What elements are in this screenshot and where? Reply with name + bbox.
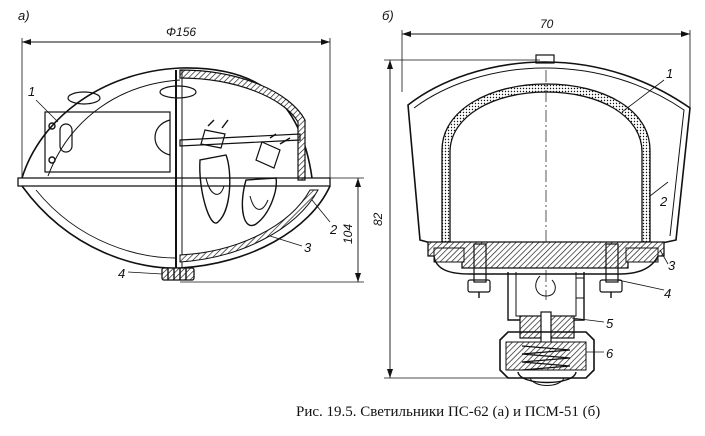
callout-b-1: 1 [666, 66, 673, 81]
height-value-a: 104 [341, 224, 355, 244]
lamp-left [199, 119, 231, 224]
callout-b-4: 4 [664, 286, 671, 301]
height-dimension-a: 104 [180, 177, 364, 283]
callout-a-2: 2 [329, 222, 338, 237]
callout-b-6: 6 [606, 346, 614, 361]
figure-caption: Рис. 19.5. Светильники ПС-62 (а) и ПСМ-5… [296, 404, 600, 421]
callouts-a: 1 2 3 4 [28, 84, 338, 281]
callout-a-3: 3 [304, 240, 312, 255]
screw-right [599, 243, 623, 298]
screw-left [467, 243, 491, 298]
figure-a: а) Φ156 104 [17, 8, 364, 283]
adjust-knob [161, 267, 195, 281]
callout-a-1: 1 [28, 84, 35, 99]
callouts-b: 1 2 3 4 5 6 [571, 66, 676, 361]
width-dimension: 70 [401, 17, 691, 110]
lamp-right [241, 133, 291, 227]
callout-b-3: 3 [668, 258, 676, 273]
height-value-b: 82 [371, 212, 385, 226]
figure-a-label: а) [18, 8, 30, 23]
figure-b-label: б) [382, 8, 394, 23]
callout-b-2: 2 [659, 194, 668, 209]
width-value: 70 [540, 17, 554, 31]
callout-a-4: 4 [118, 266, 125, 281]
caption-text: Рис. 19.5. Светильники ПС-62 (а) и ПСМ-5… [296, 404, 601, 420]
figure-b: б) 70 82 [371, 8, 691, 386]
callout-b-5: 5 [606, 316, 614, 331]
height-dimension-b: 82 [371, 59, 540, 379]
diameter-value: Φ156 [166, 25, 196, 39]
diameter-dimension: Φ156 [21, 25, 331, 178]
